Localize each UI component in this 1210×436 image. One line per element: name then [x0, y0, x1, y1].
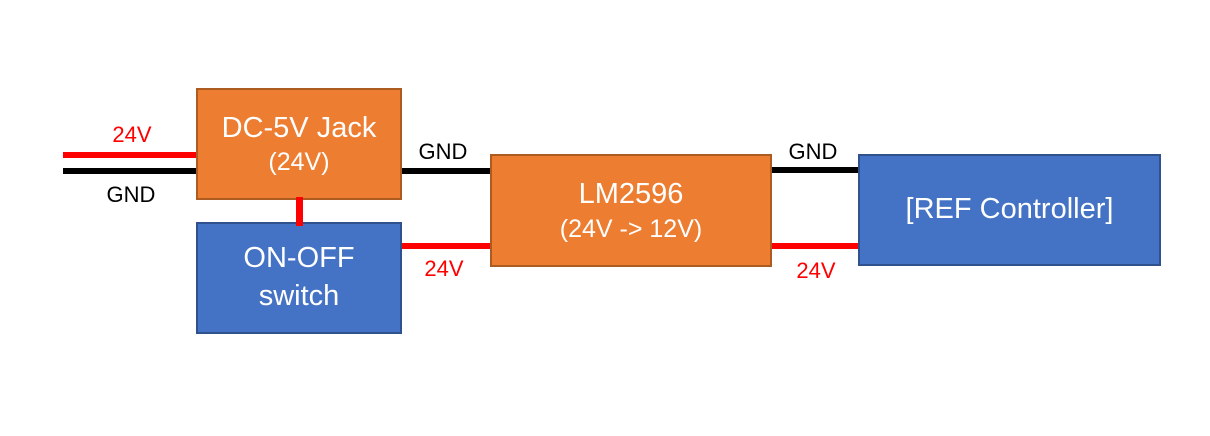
- block-dc-5v-jack-subtitle: (24V): [268, 148, 330, 177]
- wire-24v-lm2596-to-ref: [772, 243, 858, 249]
- block-lm2596: LM2596 (24V -> 12V): [490, 154, 772, 267]
- wire-24v-input: [63, 152, 196, 158]
- block-lm2596-title: LM2596: [578, 178, 684, 211]
- block-dc-5v-jack: DC-5V Jack (24V): [196, 88, 402, 200]
- label-24v-input: 24V: [112, 122, 152, 147]
- label-gnd-input: GND: [106, 182, 156, 207]
- block-lm2596-subtitle: (24V -> 12V): [559, 214, 703, 243]
- label-24v-lm2596-output: 24V: [796, 258, 836, 283]
- block-dc-5v-jack-title: DC-5V Jack: [221, 111, 377, 144]
- label-gnd-jack-output: GND: [418, 139, 468, 164]
- label-24v-switch-output: 24V: [424, 256, 464, 281]
- wire-gnd-lm2596-to-ref: [772, 167, 858, 173]
- block-on-off-switch: ON-OFF switch: [196, 222, 402, 334]
- wire-24v-switch-to-lm2596: [402, 243, 490, 249]
- block-on-off-switch-subtitle: switch: [258, 280, 340, 312]
- block-ref-controller: [REF Controller]: [858, 154, 1161, 266]
- block-ref-controller-title: [REF Controller]: [905, 193, 1114, 226]
- label-gnd-lm2596-output: GND: [788, 139, 838, 164]
- wire-24v-jack-to-switch: [296, 197, 303, 226]
- block-on-off-switch-title: ON-OFF: [243, 242, 355, 275]
